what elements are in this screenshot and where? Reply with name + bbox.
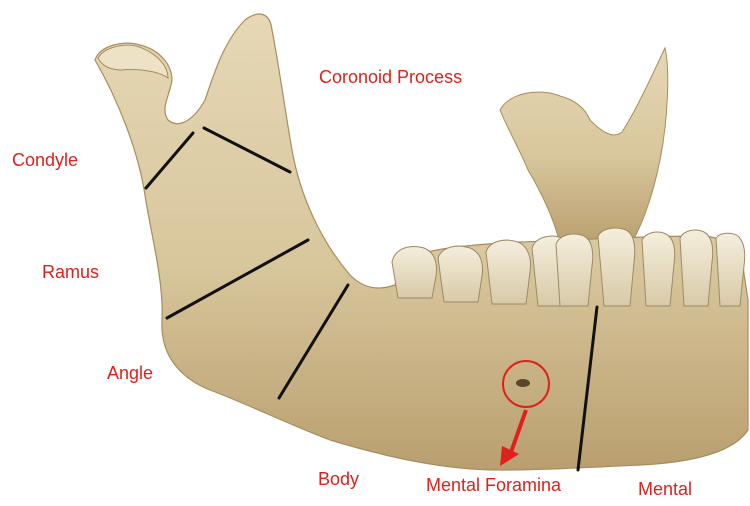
label-coronoid-process: Coronoid Process [319,68,462,86]
label-angle: Angle [107,364,153,382]
label-condyle: Condyle [12,151,78,169]
far-ramus [500,48,668,245]
mental-foramen-hole [516,379,530,387]
label-body: Body [318,470,359,488]
label-ramus: Ramus [42,263,99,281]
label-mental: Mental [638,480,692,498]
label-mental-foramina: Mental Foramina [426,476,561,494]
teeth-row [392,228,745,306]
